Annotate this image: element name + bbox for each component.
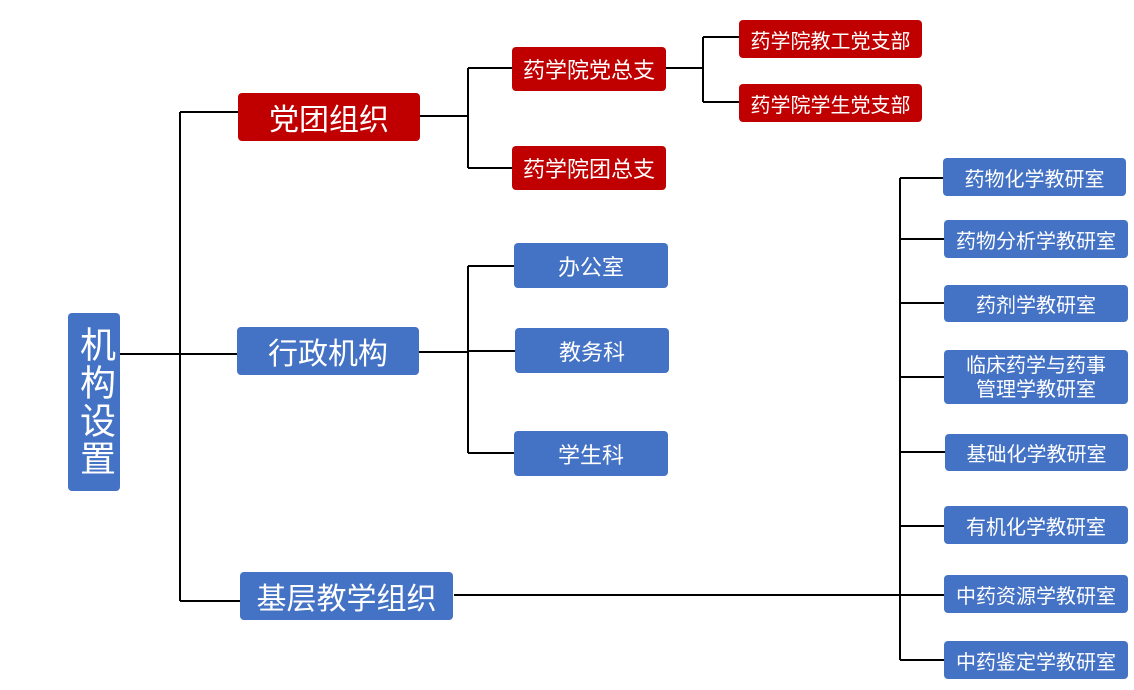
- student-branch-label: 药学院学生党支部: [750, 92, 911, 117]
- student-branch-node: 药学院学生党支部: [739, 84, 922, 122]
- teaching-room-label: 基础化学教研室: [966, 442, 1107, 466]
- teaching-room-label: 有机化学教研室: [966, 514, 1106, 539]
- teaching-org-node: 基层教学组织: [240, 572, 453, 620]
- admin-org-label: 行政机构: [268, 337, 388, 372]
- office-node: 办公室: [514, 243, 668, 288]
- student-affairs-node: 学生科: [514, 431, 668, 476]
- root-node: 机构设置: [68, 313, 120, 491]
- teaching-room-1: 药物化学教研室: [943, 158, 1126, 196]
- root-label: 机构设置: [74, 326, 115, 478]
- teaching-room-label: 中药资源学教研室: [956, 583, 1116, 608]
- admin-org-node: 行政机构: [237, 327, 419, 375]
- teaching-room-label: 药物分析学教研室: [956, 228, 1116, 253]
- youth-branch-node: 药学院团总支: [512, 146, 666, 190]
- staff-branch-node: 药学院教工党支部: [739, 20, 922, 58]
- teaching-room-label: 药物化学教研室: [964, 166, 1105, 191]
- party-org-node: 党团组织: [238, 93, 420, 141]
- teaching-room-label: 中药鉴定学教研室: [956, 649, 1116, 674]
- teaching-room-3: 药剂学教研室: [944, 285, 1128, 322]
- general-branch-label: 药学院党总支: [522, 59, 655, 84]
- teaching-org-label: 基层教学组织: [256, 582, 437, 617]
- youth-branch-label: 药学院团总支: [522, 158, 655, 183]
- teaching-room-label: 药剂学教研室: [976, 293, 1096, 317]
- academic-affairs-label: 教务科: [558, 340, 625, 366]
- teaching-room-8: 中药鉴定学教研室: [944, 641, 1128, 679]
- academic-affairs-node: 教务科: [515, 328, 669, 373]
- staff-branch-label: 药学院教工党支部: [750, 28, 911, 53]
- teaching-room-5: 基础化学教研室: [945, 434, 1128, 471]
- general-branch-node: 药学院党总支: [512, 47, 666, 91]
- office-label: 办公室: [557, 255, 624, 281]
- teaching-room-4: 临床药学与药事管理学教研室: [944, 350, 1128, 404]
- party-org-label: 党团组织: [269, 103, 389, 138]
- student-affairs-label: 学生科: [557, 443, 624, 469]
- teaching-room-2: 药物分析学教研室: [944, 220, 1128, 258]
- teaching-room-6: 有机化学教研室: [944, 506, 1128, 544]
- teaching-room-7: 中药资源学教研室: [944, 575, 1128, 613]
- teaching-room-label: 临床药学与药事管理学教研室: [966, 353, 1106, 401]
